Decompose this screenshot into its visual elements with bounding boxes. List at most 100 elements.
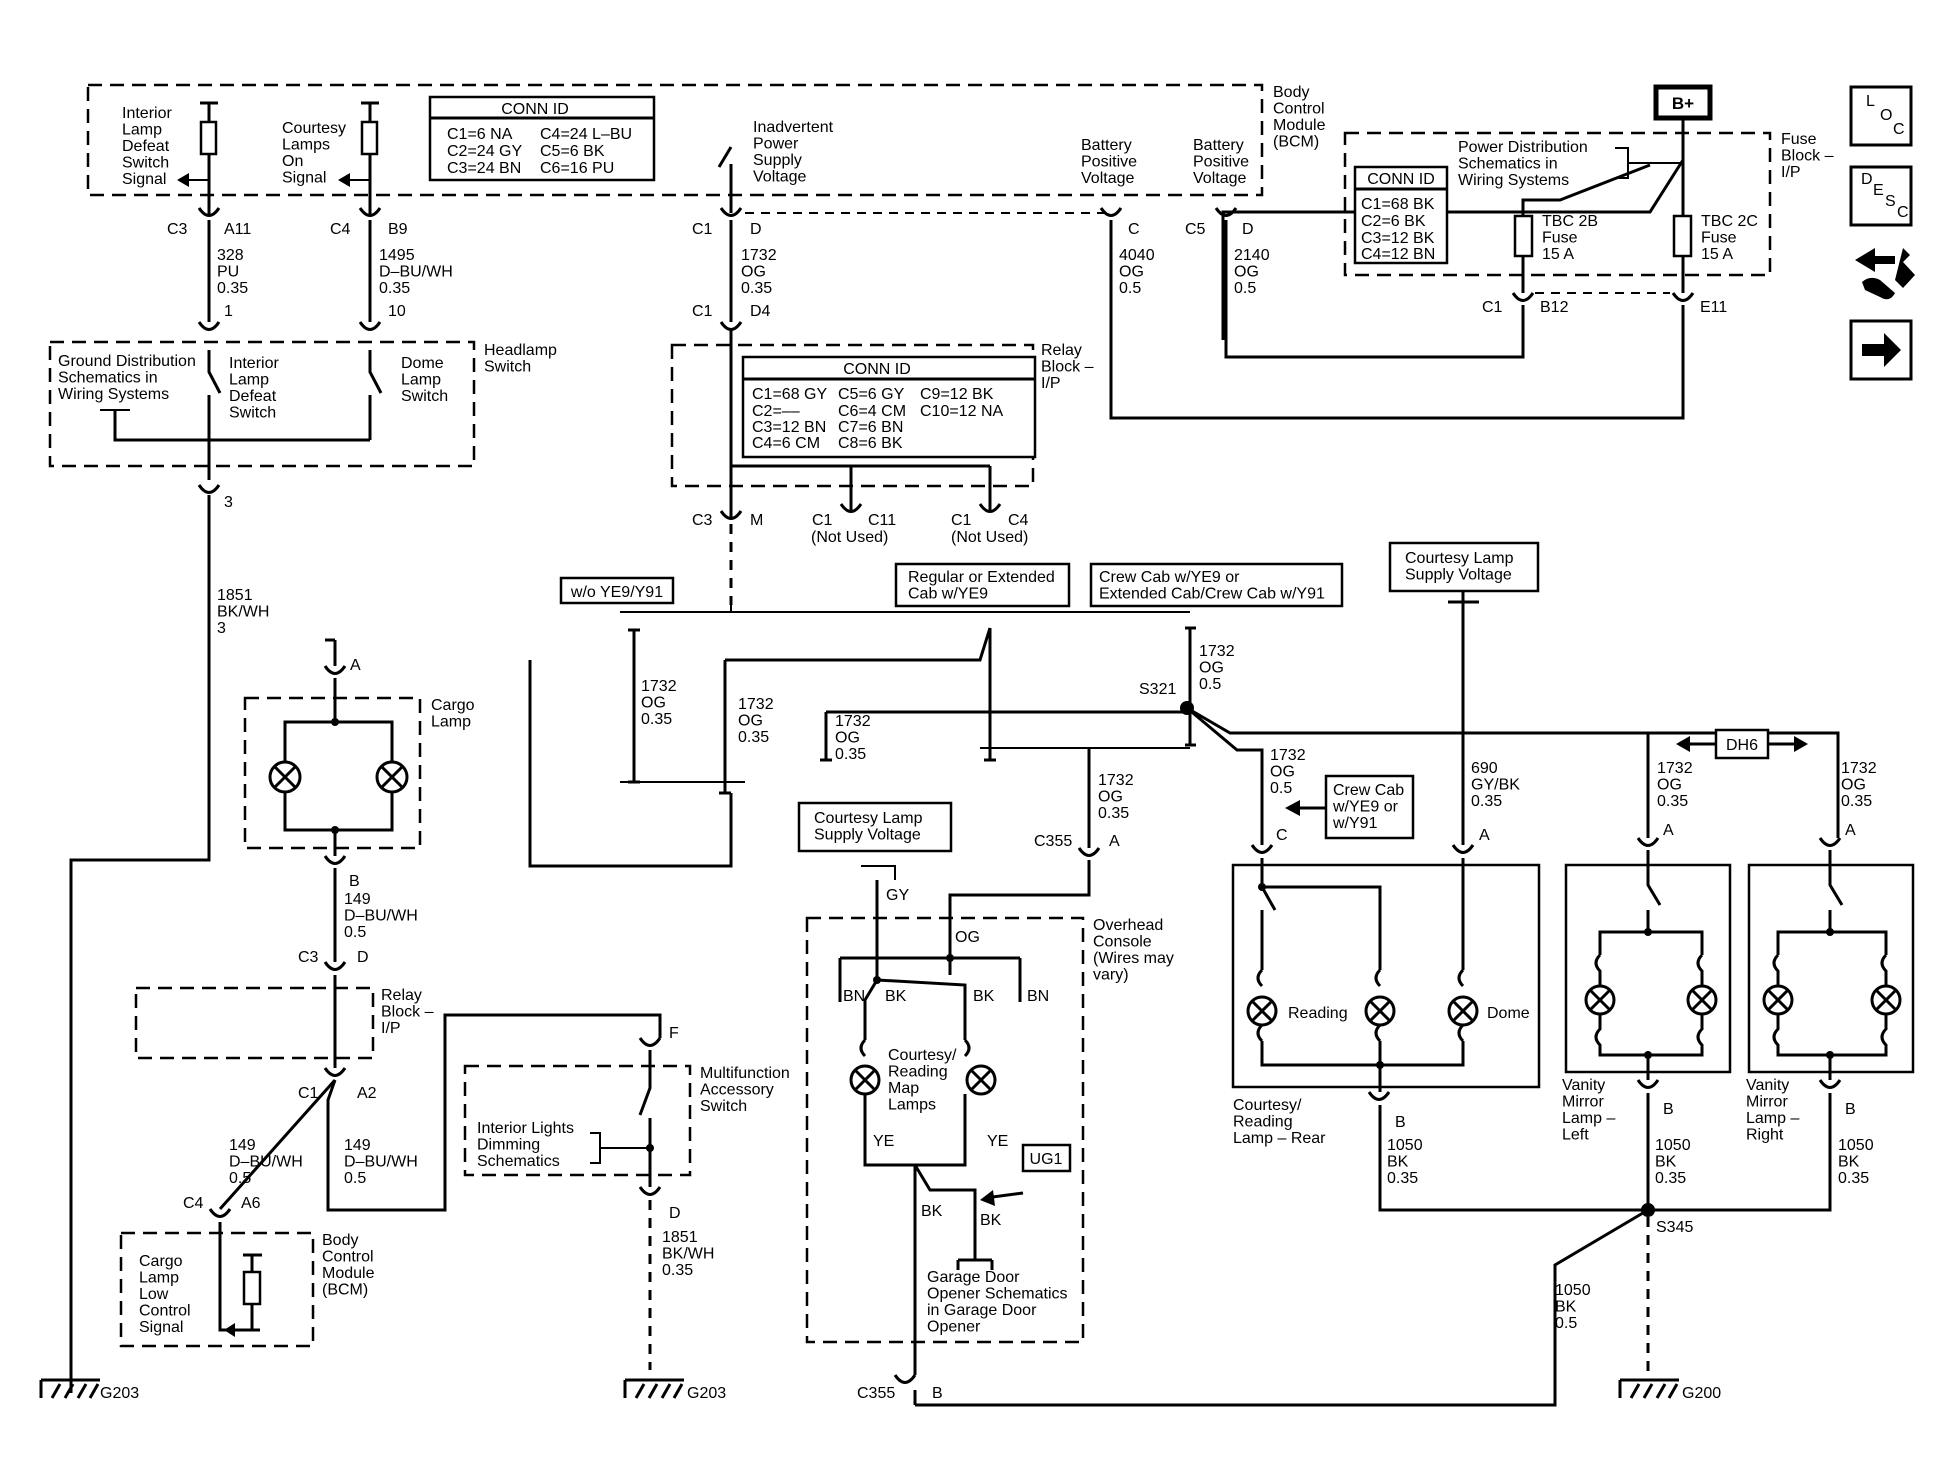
description-icon[interactable]: D E S C	[1849, 165, 1913, 227]
module-boundaries	[48, 83, 1772, 1348]
fuse-conn-id-r2: C3=12 BK	[1361, 230, 1435, 247]
conn-id-tables: CONN ID C1=6 NA C4=24 L–BU C2=24 GY C5=6…	[428, 95, 1449, 459]
arrow-right-icon[interactable]	[1849, 319, 1913, 381]
option-wiring	[528, 524, 1196, 975]
conn-c1-top: C1	[692, 221, 713, 238]
ground-symbols: G203 G203 G200	[39, 1378, 1721, 1402]
relay-conn-id-r1c1: C6=4 CM	[838, 403, 906, 420]
b-plus-label: B+	[1672, 94, 1694, 113]
conn-c3-d-bot: C3	[298, 949, 319, 966]
conn-c1-c11-a: C1	[812, 512, 833, 529]
relay-conn-id-r2c0: C3=12 BN	[752, 419, 826, 436]
bcm-conn-id-r1c0: C2=24 GY	[447, 143, 522, 160]
location-icon[interactable]: L O C	[1849, 85, 1913, 147]
option-wo-ye9-y91: w/o YE9/Y91	[570, 584, 663, 601]
conn-vr-a: A	[1845, 822, 1856, 839]
ground-g203-left: G203	[100, 1385, 139, 1402]
connector-icon[interactable]	[1855, 248, 1915, 300]
ground-g200: G200	[1682, 1385, 1721, 1402]
splice-s321	[1180, 590, 1840, 845]
bcm-conn-id-title: CONN ID	[501, 101, 569, 118]
conn-mf-d: D	[669, 1205, 681, 1222]
conn-c-bcm: C	[1128, 221, 1140, 238]
conn-vl-b: B	[1663, 1101, 1674, 1118]
top-wiring	[69, 212, 1685, 1380]
wire-bk-3: BK	[921, 1203, 943, 1220]
battery-positive-source: B+	[1221, 84, 1713, 340]
desc-letter-c: C	[1897, 204, 1909, 221]
conn-c1-c11-c: (Not Used)	[811, 529, 888, 546]
conn-a11: A11	[224, 221, 251, 238]
conn-hs-10: 10	[388, 303, 406, 320]
fuse-conn-id-title: CONN ID	[1367, 171, 1435, 188]
bcm-top-internals	[177, 101, 733, 215]
conn-m: M	[750, 512, 763, 529]
lamp-reading: Reading	[1288, 1005, 1348, 1022]
conn-c1-relay: C1	[692, 303, 713, 320]
splice-s345-label: S345	[1656, 1219, 1693, 1236]
bcm-conn-id-r2c1: C6=16 PU	[540, 160, 614, 177]
relay-conn-id-r0c0: C1=68 GY	[752, 386, 827, 403]
conn-c1-fuse: C1	[1482, 299, 1503, 316]
conn-c355-b-pin: B	[932, 1385, 943, 1402]
conn-c3: C3	[167, 221, 188, 238]
vanity-lamp-internals	[1584, 850, 1902, 1080]
conn-c355-a: C355	[1034, 833, 1072, 850]
wire-og: OG	[955, 929, 980, 946]
overhead-console-internals	[838, 865, 1024, 1405]
conn-d4: D4	[750, 303, 771, 320]
fuse-conn-id-r3: C4=12 BN	[1361, 246, 1435, 263]
conn-c1-c4-c: (Not Used)	[951, 529, 1028, 546]
conn-c1-a2: C1	[298, 1085, 319, 1102]
multifunction-switch-internals	[69, 1050, 654, 1393]
relay-conn-id-r3c0: C4=6 CM	[752, 435, 820, 452]
conn-hs-1: 1	[224, 303, 233, 320]
nav-icons[interactable]: L O C D E S C	[1849, 85, 1915, 381]
conn-c4-a6: C4	[183, 1195, 204, 1212]
relay-conn-id-r1c0: C2=––	[752, 403, 800, 420]
conn-b12: B12	[1540, 299, 1569, 316]
desc-letter-d: D	[1861, 171, 1873, 188]
conn-rear-a: A	[1479, 827, 1490, 844]
connector-labels: C3 A11 C4 B9 C1 D C C5 D C1 B12 E11 1 10…	[167, 221, 1856, 1402]
ground-g203-mid: G203	[687, 1385, 726, 1402]
